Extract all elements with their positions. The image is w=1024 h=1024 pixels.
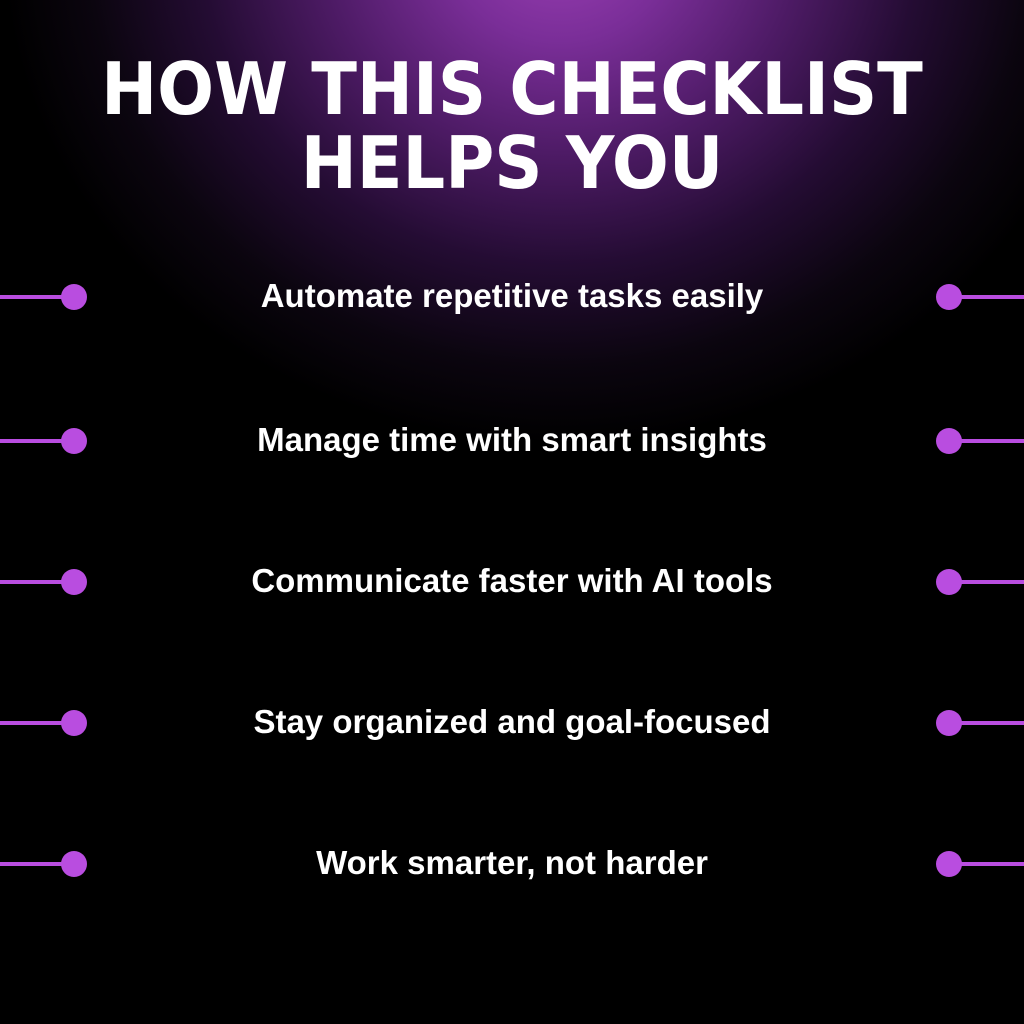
checklist-item: Work smarter, not harder — [0, 843, 1024, 883]
checklist-item: Stay organized and goal-focused — [0, 702, 1024, 742]
checklist-item-label: Work smarter, not harder — [316, 844, 708, 881]
bullet-dot-left — [61, 428, 87, 454]
checklist-item-label: Communicate faster with AI tools — [251, 562, 773, 599]
checklist-item-label: Stay organized and goal-focused — [253, 703, 771, 740]
connector-line-right — [944, 295, 1024, 299]
checklist-item: Communicate faster with AI tools — [0, 561, 1024, 601]
bullet-dot-left — [61, 569, 87, 595]
title-line-2: HELPS YOU — [300, 121, 724, 205]
connector-line-right — [944, 721, 1024, 725]
connector-line-left — [0, 721, 70, 725]
connector-line-right — [944, 862, 1024, 866]
connector-line-left — [0, 439, 70, 443]
connector-line-right — [944, 439, 1024, 443]
checklist-item-label: Automate repetitive tasks easily — [260, 277, 764, 314]
page-title: HOW THIS CHECKLIST HELPS YOU — [36, 52, 988, 200]
checklist-item-label: Manage time with smart insights — [257, 421, 767, 458]
bullet-dot-left — [61, 284, 87, 310]
connector-line-left — [0, 295, 70, 299]
title-line-1: HOW THIS CHECKLIST — [101, 47, 923, 131]
checklist-item: Manage time with smart insights — [0, 420, 1024, 460]
bullet-dot-left — [61, 710, 87, 736]
bullet-dot-left — [61, 851, 87, 877]
connector-line-left — [0, 862, 70, 866]
connector-line-right — [944, 580, 1024, 584]
connector-line-left — [0, 580, 70, 584]
checklist-item: Automate repetitive tasks easily — [0, 276, 1024, 316]
